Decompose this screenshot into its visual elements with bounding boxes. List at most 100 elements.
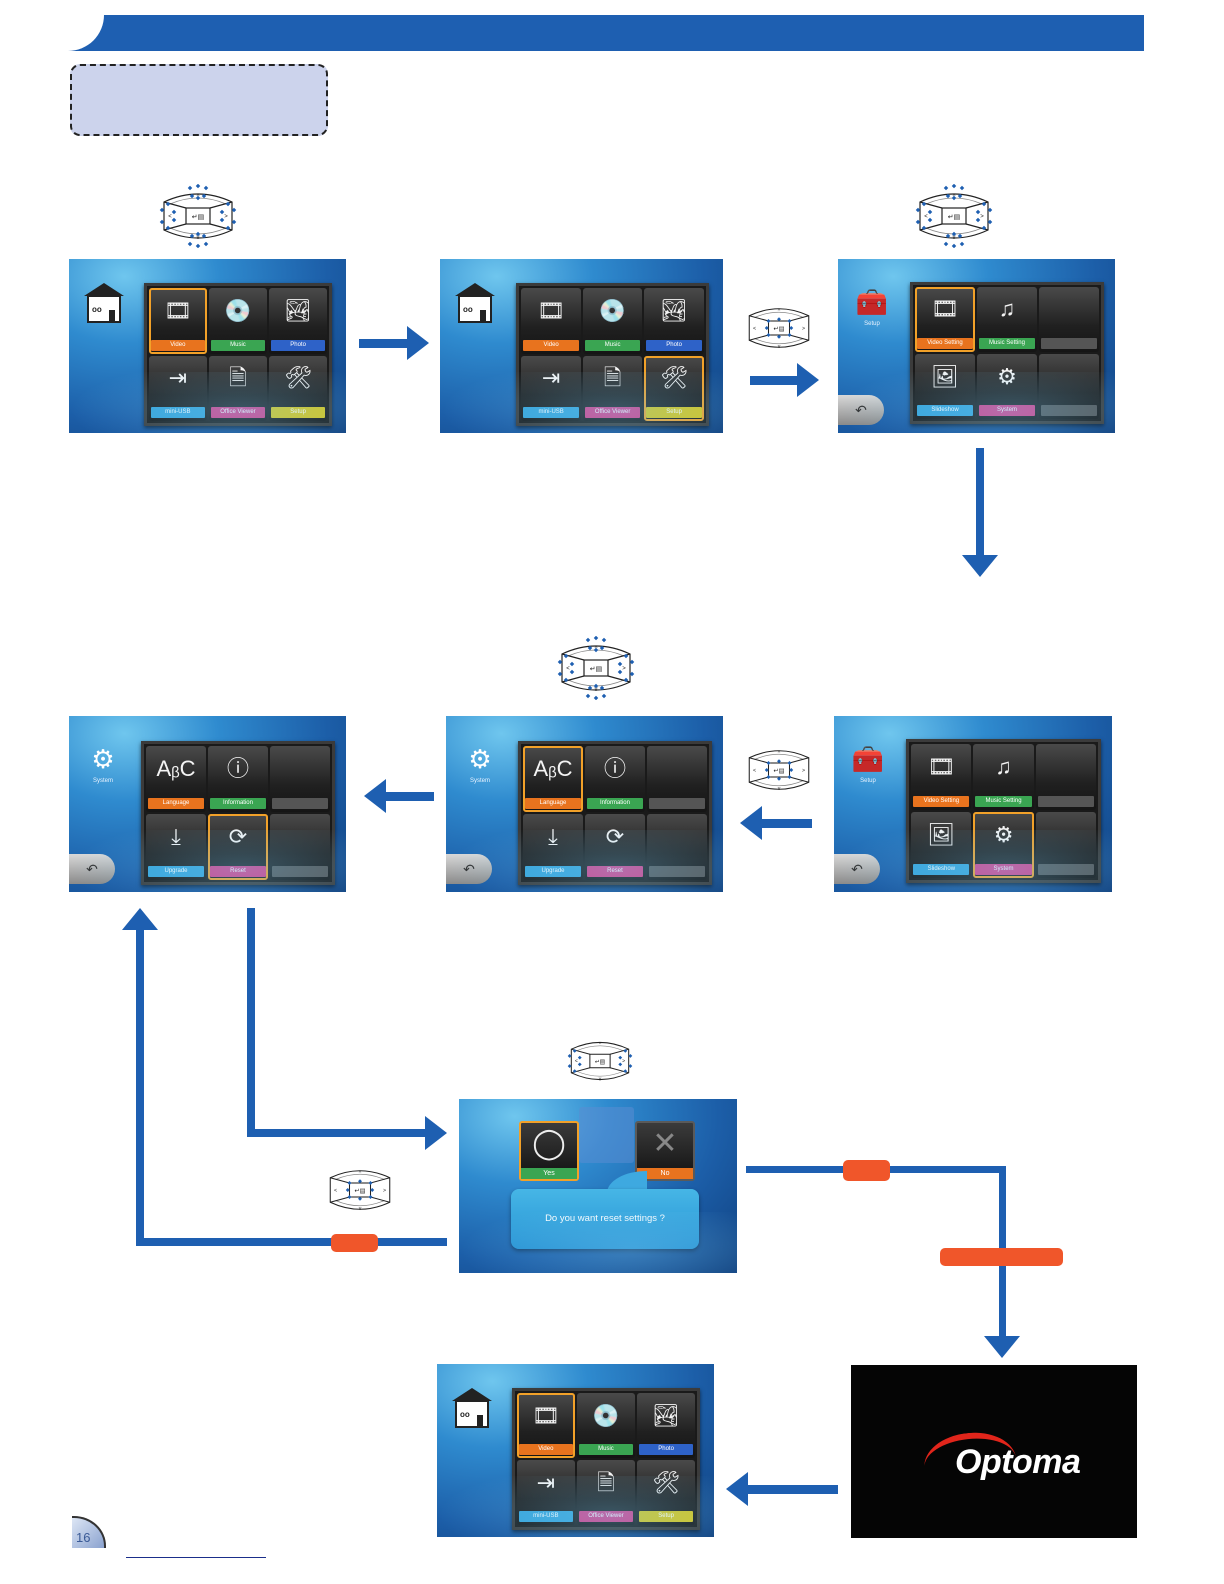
menu-tile-office-viewer[interactable]: 🗎Office Viewer (576, 1460, 636, 1526)
footer-rule (126, 1557, 266, 1558)
menu-tile-mini-usb[interactable]: ⇥mini-USB (521, 355, 581, 422)
menu-tile-label: Reset (586, 865, 643, 877)
menu-tile-setup[interactable]: 🛠Setup (269, 355, 328, 422)
svg-text:↵▤: ↵▤ (595, 1060, 606, 1066)
menu-tile-label: Video (523, 339, 579, 351)
music-disc-icon: 💿 (592, 1402, 620, 1428)
back-arrow-icon: ↶ (851, 861, 863, 877)
menu-tile-setup[interactable]: 🛠Setup (637, 1460, 696, 1526)
yes-label: Yes (521, 1168, 577, 1179)
menu-tile-video-setting[interactable]: 🎞Video Setting (911, 743, 972, 811)
back-button[interactable]: ↶ (834, 854, 880, 884)
menu-tile-empty (646, 745, 707, 812)
menu-tile-mini-usb[interactable]: ⇥mini-USB (516, 1460, 575, 1526)
menu-tile-music[interactable]: 💿Music (582, 288, 643, 354)
flow-arrow-left-2 (386, 792, 434, 801)
toolbox-icon: 🧰 (851, 744, 885, 774)
menu-tile-label: System (975, 864, 1032, 876)
menu-tile-label: Office Viewer (584, 407, 641, 419)
menu-tile-reset[interactable]: ⟳Reset (207, 813, 268, 880)
menu-tile-system[interactable]: ⚙System (976, 353, 1037, 420)
svg-text:^: ^ (778, 308, 781, 314)
system-gears-icon: ⚙ (468, 744, 492, 774)
reboot-step-badge (940, 1248, 1063, 1266)
menu-tile-music-setting[interactable]: ♫Music Setting (973, 743, 1034, 811)
menu-tile-video[interactable]: 🎞Video (521, 288, 581, 354)
arrow-head-right-icon (797, 363, 819, 397)
arrow-head-left-icon (740, 806, 762, 840)
toolbox-icon: 🛠 (284, 365, 313, 391)
menu-tile-label (1040, 337, 1097, 349)
menu-tile-music[interactable]: 💿Music (576, 1393, 636, 1459)
menu-tile-label: Music (210, 339, 266, 351)
svg-text:>: > (980, 214, 984, 220)
menu-tile-music[interactable]: 💿Music (208, 288, 268, 354)
main-menu-grid: 🎞Video💿Music🏞Photo ⇥mini-USB🗎Office Viewe… (516, 283, 709, 427)
svg-text:^: ^ (778, 750, 781, 756)
menu-tile-reset[interactable]: ⟳Reset (584, 813, 645, 880)
no-option-badge (331, 1234, 378, 1252)
menu-tile-label: Reset (209, 865, 266, 877)
upgrade-icon: ⤓ (171, 823, 181, 849)
menu-tile-video-setting[interactable]: 🎞Video Setting (915, 286, 975, 352)
back-button[interactable]: ↶ (838, 395, 884, 425)
menu-tile-photo[interactable]: 🏞Photo (644, 288, 704, 354)
menu-tile-empty (1038, 353, 1099, 420)
svg-text:↵▤: ↵▤ (355, 1188, 366, 1195)
svg-text:v: v (953, 235, 956, 241)
svg-text:<: < (924, 214, 928, 220)
arrow-head-down-icon (984, 1336, 1020, 1358)
svg-text:v: v (197, 235, 200, 241)
system-gears-icon: ⚙ (993, 821, 1014, 847)
reset-confirm-dialog-screen: ◯ Yes ✕ No Do you want reset settings ? (459, 1099, 737, 1273)
home-icon: oo (455, 283, 495, 323)
menu-tile-upgrade[interactable]: ⤓Upgrade (523, 813, 583, 880)
section-title-box (70, 64, 328, 136)
menu-tile-photo[interactable]: 🏞Photo (269, 288, 328, 354)
menu-tile-office-viewer[interactable]: 🗎Office Viewer (582, 355, 643, 422)
slideshow-icon: 🖼 (927, 821, 956, 847)
svg-text:↵▤: ↵▤ (590, 665, 602, 673)
music-setting-icon: ♫ (995, 753, 1012, 779)
menu-tile-system[interactable]: ⚙ System (973, 812, 1034, 879)
menu-tile-photo[interactable]: 🏞Photo (637, 1393, 696, 1459)
home-icon: oo (452, 1388, 492, 1428)
menu-tile-video[interactable]: 🎞Video (516, 1393, 575, 1459)
menu-tile-label: Language (148, 797, 204, 809)
no-label: No (637, 1168, 693, 1179)
circle-icon: ◯ (532, 1127, 566, 1160)
menu-tile-mini-usb[interactable]: ⇥mini-USB (148, 355, 207, 422)
svg-text:^: ^ (599, 1042, 602, 1048)
menu-tile-label: Photo (639, 1444, 694, 1456)
svg-text:>: > (224, 214, 228, 220)
info-icon: ⓘ (226, 755, 249, 781)
yes-button[interactable]: ◯ Yes (519, 1121, 579, 1181)
menu-tile-office-viewer[interactable]: 🗎Office Viewer (208, 355, 268, 422)
menu-tile-slideshow[interactable]: 🖼Slideshow (911, 812, 972, 879)
menu-tile-label: Music (584, 339, 641, 351)
menu-tile-music-setting[interactable]: ♫Music Setting (976, 286, 1037, 352)
arrow-head-left-icon (726, 1472, 748, 1506)
back-button[interactable]: ↶ (69, 854, 115, 884)
menu-tile-label: Video (150, 339, 205, 351)
back-button[interactable]: ↶ (446, 854, 492, 884)
flow-arrow-left-to-main (748, 1485, 838, 1494)
menu-tile-label (648, 865, 705, 877)
menu-tile-label: Music Setting (978, 337, 1035, 349)
menu-tile-video[interactable]: 🎞 Video (148, 288, 207, 354)
svg-text:↵▤: ↵▤ (192, 213, 204, 221)
menu-tile-setup[interactable]: 🛠Setup (644, 355, 704, 422)
main-menu-screen-setup-selected: 🎞Video💿Music🏞Photo ⇥mini-USB🗎Office Viewe… (440, 259, 723, 433)
svg-text:>: > (622, 666, 626, 672)
menu-tile-upgrade[interactable]: ⤓Upgrade (146, 813, 206, 880)
svg-text:v: v (599, 1076, 602, 1082)
film-icon: 🎞 (531, 1402, 560, 1428)
svg-text:↵▤: ↵▤ (948, 213, 960, 221)
film-icon: 🎞 (163, 298, 192, 324)
menu-tile-slideshow[interactable]: 🖼Slideshow (915, 353, 975, 420)
